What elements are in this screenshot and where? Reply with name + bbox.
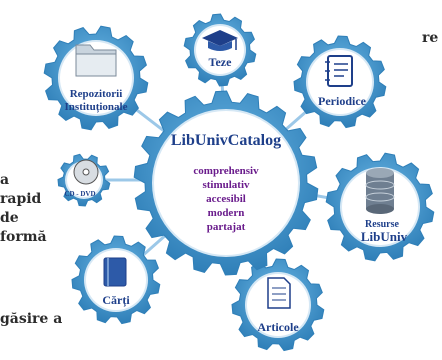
book-icon	[103, 257, 127, 287]
center-line: stimulativ	[202, 179, 250, 191]
gear-repozitorii	[43, 25, 149, 131]
center-line: partajat	[207, 221, 246, 233]
folder-icon	[75, 44, 117, 77]
cd-dvd-label: CD - DVD	[64, 190, 95, 198]
resurse-label-2: LibUniv	[361, 229, 408, 244]
resurse-label-1: Resurse	[365, 219, 399, 230]
database-icon	[365, 168, 395, 214]
periodice-label: Periodice	[318, 94, 367, 108]
center-line: comprehensiv	[193, 165, 259, 177]
notebook-icon	[325, 55, 353, 87]
graduation-cap-icon	[202, 30, 238, 51]
articole-label: Articole	[257, 320, 299, 334]
center-line: modern	[208, 207, 245, 219]
repozitorii-label-2: Instituționale	[65, 101, 128, 113]
disc-icon	[73, 159, 99, 185]
repozitorii-label-1: Repozitorii	[70, 88, 123, 100]
center-line: accesibil	[206, 193, 246, 205]
center-title: LibUnivCatalog	[171, 132, 281, 149]
carti-label: Cărți	[102, 293, 130, 308]
teze-label: Teze	[209, 55, 233, 69]
document-icon	[267, 277, 291, 309]
gear-center	[133, 90, 319, 276]
